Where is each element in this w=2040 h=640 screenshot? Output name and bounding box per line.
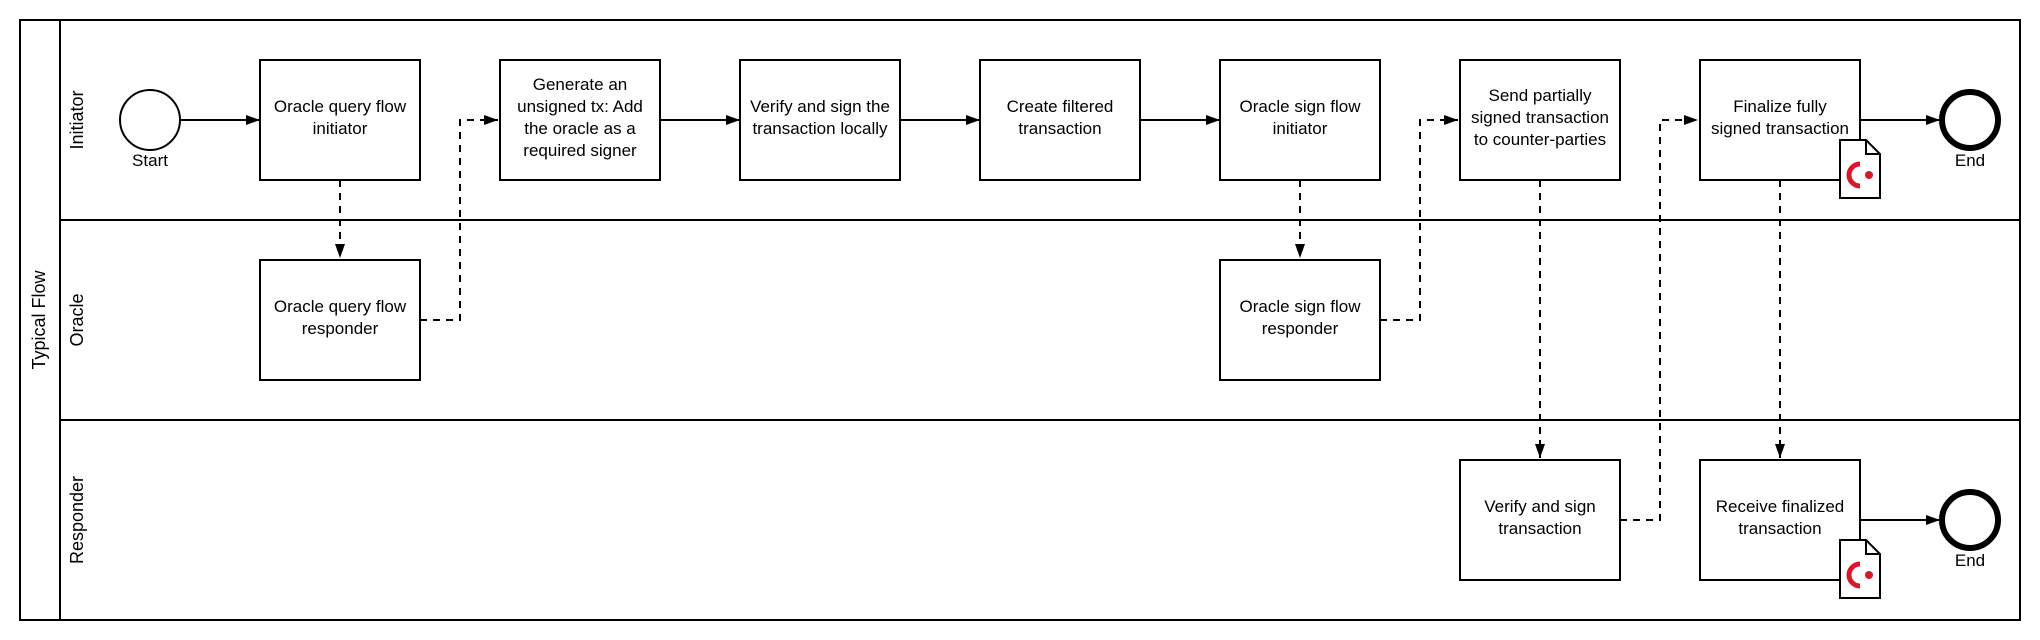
- task-line: Oracle sign flow: [1240, 297, 1362, 316]
- corda-logo-arc: [1846, 561, 1861, 589]
- message-sign-responder-to-send: [1380, 115, 1458, 321]
- document-fold: [1865, 540, 1880, 555]
- pool-title: Typical Flow: [29, 269, 49, 369]
- task-receive-finalized[interactable]: Receive finalized transaction: [1699, 459, 1881, 599]
- task-box: [1459, 59, 1621, 181]
- task-line: transaction: [1738, 519, 1821, 538]
- task-create-filtered-transaction[interactable]: Create filtered transaction: [979, 59, 1141, 181]
- task-line: Oracle query flow: [274, 297, 407, 316]
- document-fold: [1865, 140, 1880, 155]
- lane-label-initiator: Initiator: [67, 90, 87, 149]
- lane-label-oracle: Oracle: [67, 293, 87, 346]
- task-line: Finalize fully: [1733, 97, 1827, 116]
- task-line: the oracle as a: [524, 119, 636, 138]
- task-line: signed transaction: [1471, 108, 1609, 127]
- task-box: [1459, 459, 1621, 581]
- message-flows: [335, 115, 1785, 521]
- task-box: [979, 59, 1141, 181]
- task-oracle-sign-initiator[interactable]: Oracle sign flow initiator: [1219, 59, 1381, 181]
- start-event-label: Start: [132, 151, 168, 170]
- task-line: responder: [302, 319, 379, 338]
- end-event-label: End: [1955, 151, 1985, 170]
- message-verify-to-finalize: [1620, 115, 1698, 521]
- corda-document-icon: [1839, 139, 1881, 199]
- task-line: required signer: [523, 141, 637, 160]
- task-box: [739, 59, 901, 181]
- corda-document-icon: [1839, 539, 1881, 599]
- end-event-initiator: End: [1939, 89, 2001, 170]
- end-event-label: End: [1955, 551, 1985, 570]
- task-line: signed transaction: [1711, 119, 1849, 138]
- task-line: Oracle sign flow: [1240, 97, 1362, 116]
- corda-logo-dot: [1865, 571, 1873, 579]
- task-verify-and-sign[interactable]: Verify and sign transaction: [1459, 459, 1621, 581]
- document-shape: [1839, 139, 1881, 199]
- lane-label-responder: Responder: [67, 476, 87, 564]
- task-line: transaction: [1498, 519, 1581, 538]
- task-layer: Oracle query flow initiator Generate an …: [259, 59, 1881, 599]
- task-generate-unsigned-tx[interactable]: Generate an unsigned tx: Add the oracle …: [499, 59, 661, 181]
- task-line: Verify and sign the: [750, 97, 890, 116]
- start-event-circle: [119, 89, 181, 151]
- task-verify-sign-locally[interactable]: Verify and sign the transaction locally: [739, 59, 901, 181]
- start-event: Start: [119, 89, 181, 170]
- end-event-circle: [1939, 489, 2001, 551]
- sequence-flows: [180, 115, 1940, 525]
- task-box: [1699, 59, 1861, 181]
- task-box: [1219, 259, 1381, 381]
- pool-frame: [19, 19, 2021, 621]
- task-line: Oracle query flow: [274, 97, 407, 116]
- task-send-partially-signed[interactable]: Send partially signed transaction to cou…: [1459, 59, 1621, 181]
- task-line: Generate an: [533, 75, 628, 94]
- task-line: Receive finalized: [1716, 497, 1845, 516]
- document-shape: [1839, 539, 1881, 599]
- task-line: initiator: [313, 119, 368, 138]
- task-box: [259, 59, 421, 181]
- task-box: [1219, 59, 1381, 181]
- task-line: Verify and sign: [1484, 497, 1596, 516]
- task-line: Send partially: [1488, 86, 1592, 105]
- corda-logo-dot: [1865, 171, 1873, 179]
- task-line: transaction locally: [752, 119, 888, 138]
- task-line: responder: [1262, 319, 1339, 338]
- end-event-circle: [1939, 89, 2001, 151]
- end-event-responder: End: [1939, 489, 2001, 570]
- corda-logo-arc: [1846, 161, 1861, 189]
- task-line: to counter-parties: [1474, 130, 1606, 149]
- task-line: Create filtered: [1007, 97, 1114, 116]
- task-line: initiator: [1273, 119, 1328, 138]
- task-oracle-query-responder[interactable]: Oracle query flow responder: [259, 259, 421, 381]
- task-finalize-fully-signed[interactable]: Finalize fully signed transaction: [1699, 59, 1881, 199]
- task-box: [259, 259, 421, 381]
- task-box: [1699, 459, 1861, 581]
- message-query-responder-to-generate: [420, 115, 498, 321]
- task-oracle-query-initiator[interactable]: Oracle query flow initiator: [259, 59, 421, 181]
- task-box: [499, 59, 661, 181]
- task-oracle-sign-responder[interactable]: Oracle sign flow responder: [1219, 259, 1381, 381]
- task-line: transaction: [1018, 119, 1101, 138]
- task-line: unsigned tx: Add: [517, 97, 643, 116]
